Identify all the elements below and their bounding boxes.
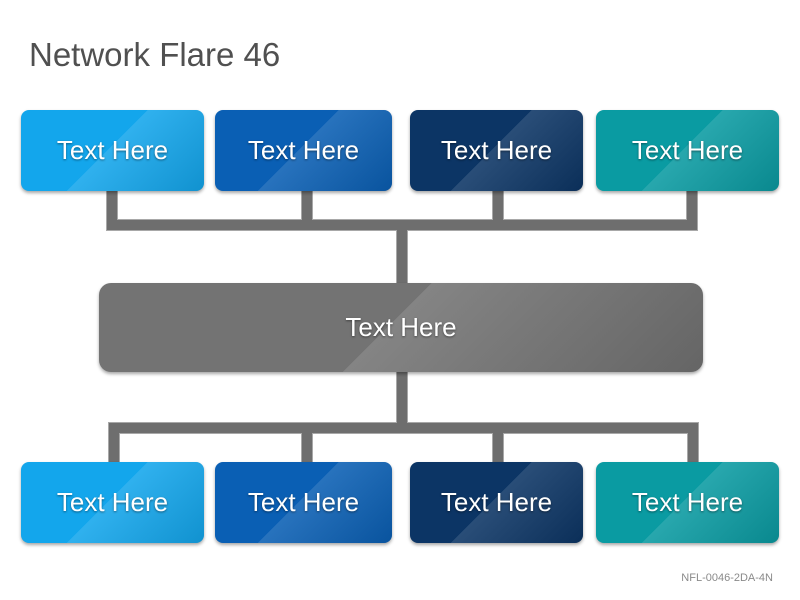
bottom-box-2-label: Text Here	[247, 487, 360, 517]
top-box-4[interactable]: Text Here	[596, 110, 779, 191]
top-box-1[interactable]: Text Here	[21, 110, 204, 191]
top-box-4-label: Text Here	[631, 135, 744, 165]
bottom-box-4-label: Text Here	[631, 487, 744, 517]
bottom-box-1[interactable]: Text Here	[21, 462, 204, 543]
bottom-box-3[interactable]: Text Here	[410, 462, 583, 543]
hub-box[interactable]: Text Here	[99, 283, 703, 372]
bottom-box-3-label: Text Here	[440, 487, 553, 517]
top-box-2-label: Text Here	[247, 135, 360, 165]
bottom-box-1-label: Text Here	[56, 487, 169, 517]
page-title: Network Flare 46	[29, 36, 281, 73]
footer-code: NFL-0046-2DA-4N	[681, 572, 773, 584]
top-box-3[interactable]: Text Here	[410, 110, 583, 191]
bottom-box-4[interactable]: Text Here	[596, 462, 779, 543]
bottom-box-2[interactable]: Text Here	[215, 462, 392, 543]
top-box-3-label: Text Here	[440, 135, 553, 165]
hub-box-label: Text Here	[345, 312, 457, 342]
top-box-1-label: Text Here	[56, 135, 169, 165]
top-box-2[interactable]: Text Here	[215, 110, 392, 191]
